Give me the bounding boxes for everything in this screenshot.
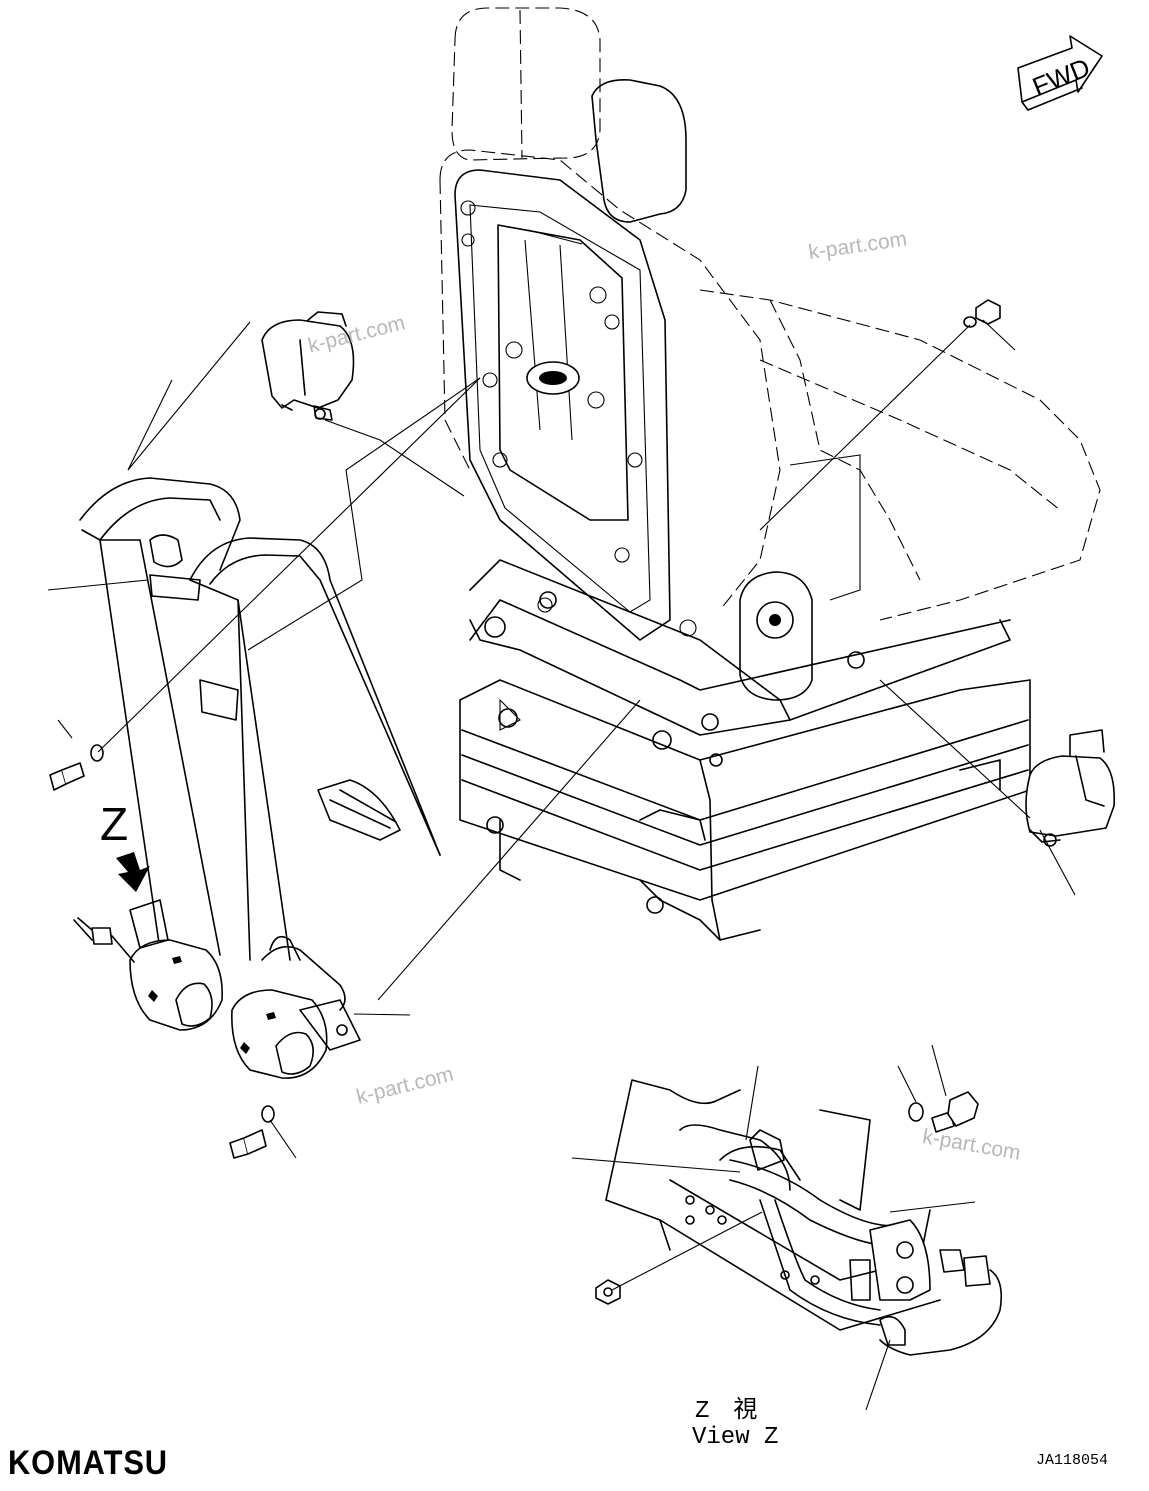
operator-seat <box>439 7 1101 941</box>
view-letter: Z <box>100 798 128 850</box>
belt-mount-bracket-upper <box>261 311 355 421</box>
seat-belt-assembly <box>73 477 441 1079</box>
view-direction-arrow-icon: Z <box>100 798 150 892</box>
watermark-text: k-part.com <box>807 228 908 265</box>
bolt-left-lower <box>229 1105 275 1159</box>
nut-upper <box>963 299 1001 328</box>
view-z-detail <box>595 1079 1003 1356</box>
watermark-text: k-part.com <box>306 311 408 357</box>
drawing-number: JA118054 <box>1036 1452 1108 1469</box>
komatsu-logo: KOMATSU <box>8 1444 168 1482</box>
belt-mount-bracket-right <box>1025 729 1116 847</box>
forward-arrow-icon: FWD <box>1017 35 1103 111</box>
watermark-text: k-part.com <box>354 1063 456 1109</box>
view-caption-jp: Z 視 <box>695 1396 757 1425</box>
bolt-left-upper <box>49 744 104 791</box>
leader-lines <box>47 319 1076 1411</box>
watermark-text: k-part.com <box>921 1125 1023 1165</box>
view-caption-en: View Z <box>692 1424 778 1451</box>
